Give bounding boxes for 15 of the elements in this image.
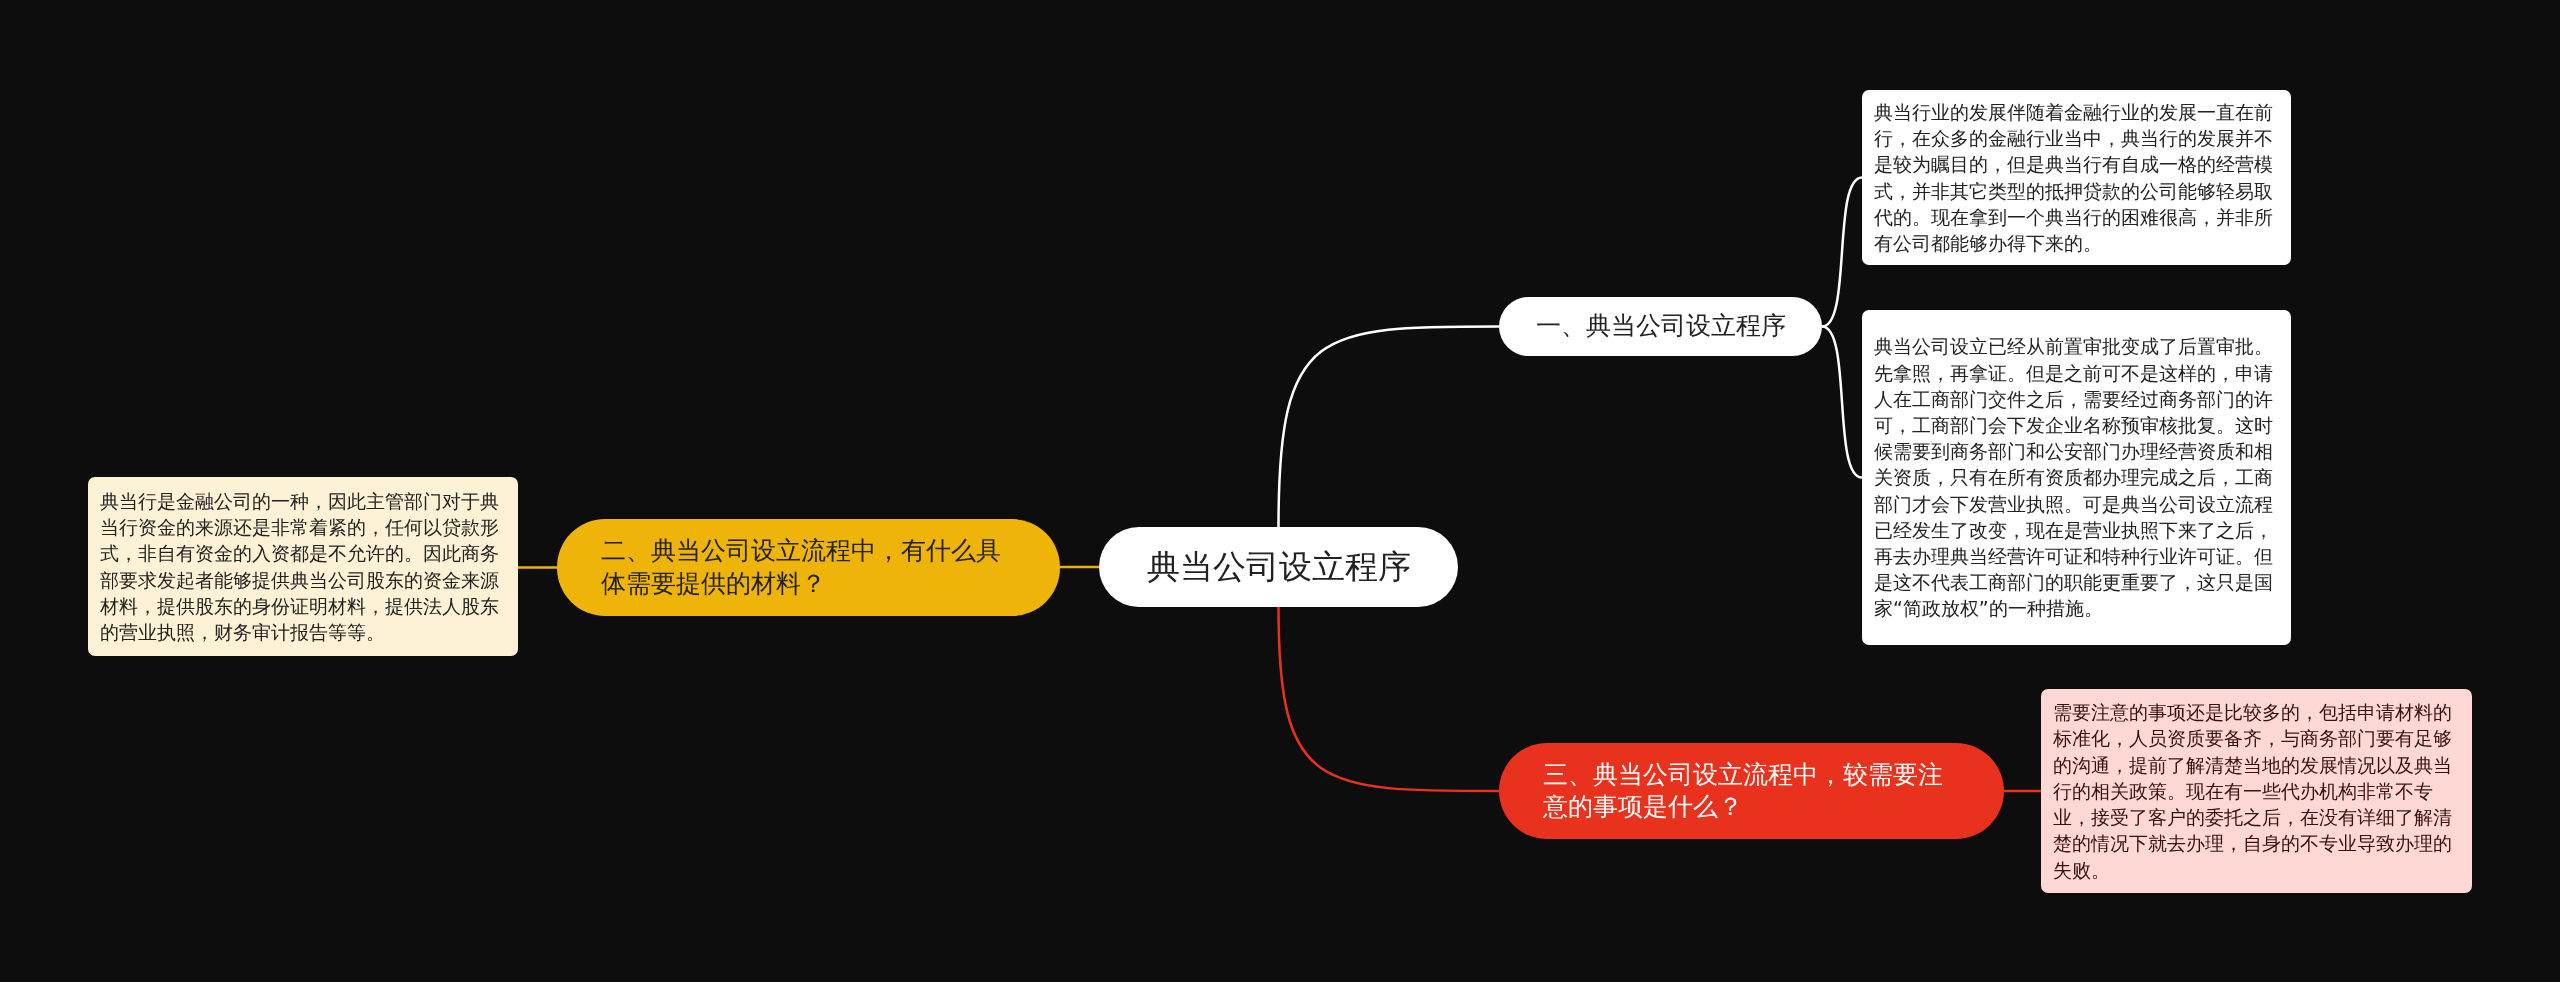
- topic-box: 二、典当公司设立流程中，有什么具体需要提供的材料？: [557, 519, 1060, 616]
- note-box: 需要注意的事项还是比较多的，包括申请材料的标准化，人员资质要备齐，与商务部门要有足够的沟通，提前了解清楚当地的发展情况以及典当行的相关政策。现在有一些代办机构非常不专业，接受了客户的委托之后，在没有详细了解清楚的情况下就去办理，自身的不专业导致办理的失败。: [2041, 689, 2472, 893]
- connector-line: [1821, 176, 1863, 328]
- connector-line: [1060, 565, 1099, 569]
- connector-line: [1821, 325, 1863, 479]
- connector-line: [1277, 606, 1499, 793]
- note-box: 典当行是金融公司的一种，因此主管部门对于典当行资金的来源还是非常着紧的，任何以贷款形式，非自有资金的入资都是不允许的。因此商务部要求发起者能够提供典当公司股东的资金来源材料，提供股东的身份证明材料，提供法人股东的营业执照，财务审计报告等等。: [88, 477, 518, 656]
- note-box: 典当行业的发展伴随着金融行业的发展一直在前行，在众多的金融行业当中，典当行的发展并不是较为瞩目的，但是典当行有自成一格的经营模式，并非其它类型的抵押贷款的公司能够轻易取代的。现在拿到一个典当行的困难很高，并非所有公司都能够办得下来的。: [1862, 90, 2291, 265]
- note-box: 典当公司设立已经从前置审批变成了后置审批。先拿照，再拿证。但是之前可不是这样的，申请人在工商部门交件之后，需要经过商务部门的许可，工商部门会下发企业名称预审核批复。这时候需要到商务部门和公安部门办理经营资质和相关资质，只有在所有资质都办理完成之后，工商部门才会下发营业执照。可是典当公司设立流程已经发生了改变，现在是营业执照下来了之后，再去办理典当经营许可证和特种行业许可证。但是这不代表工商部门的职能更重要了，这只是国家“简政放权”的一种措施。: [1862, 310, 2291, 645]
- connector-line: [518, 566, 557, 569]
- central-topic-box: 典当公司设立程序: [1099, 527, 1458, 607]
- connector-line: [2004, 789, 2041, 793]
- topic-box: 三、典当公司设立流程中，较需要注意的事项是什么？: [1499, 743, 2004, 839]
- connector-line: [1277, 325, 1499, 528]
- topic-box: 一、典当公司设立程序: [1499, 297, 1822, 356]
